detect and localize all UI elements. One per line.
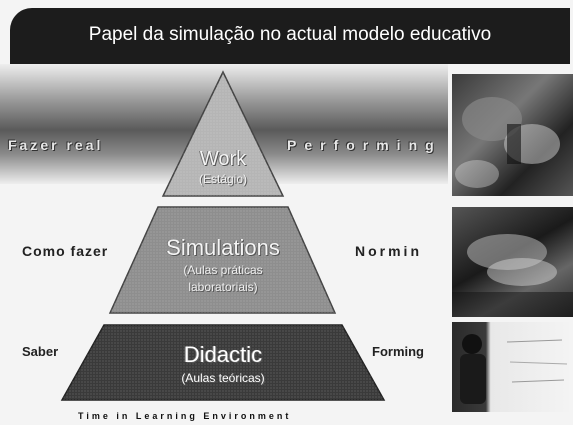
tier-title-simulations: Simulations bbox=[166, 235, 280, 260]
photo-lecture-image bbox=[460, 334, 568, 404]
title-bar: Papel da simulação no actual modelo educ… bbox=[10, 8, 570, 64]
label-performing: Performing bbox=[287, 137, 442, 153]
footer-caption: Time in Learning Environment bbox=[78, 411, 292, 421]
label-como-fazer: Como fazer bbox=[22, 243, 109, 259]
tier-subtitle-work: (Estágio) bbox=[198, 172, 248, 186]
pyramid-tier-middle-texture bbox=[110, 207, 335, 313]
photo-procedure-image bbox=[455, 97, 560, 188]
photo-lecture bbox=[452, 322, 573, 412]
label-saber: Saber bbox=[22, 344, 59, 359]
label-forming: Forming bbox=[372, 344, 424, 359]
tier-title-didactic: Didactic bbox=[183, 342, 263, 367]
tier-subtitle-didactic: (Aulas teóricas) bbox=[181, 371, 265, 385]
tier-title-work: Work bbox=[199, 148, 247, 170]
tier-subtitle-simulations-line1: (Aulas práticas bbox=[183, 263, 263, 277]
tier-subtitle-simulations-line2: laboratoriais) bbox=[188, 280, 258, 294]
pyramid-tier-top-texture bbox=[163, 72, 283, 196]
pyramid-tier-bottom-texture bbox=[62, 325, 384, 400]
label-fazer-real: Fazer real bbox=[8, 137, 104, 153]
slide-title: Papel da simulação no actual modelo educ… bbox=[88, 24, 492, 45]
photo-procedure bbox=[452, 74, 573, 196]
photo-hands bbox=[452, 207, 573, 317]
photo-hands-image bbox=[452, 234, 573, 317]
label-normin: Normin bbox=[355, 243, 422, 259]
